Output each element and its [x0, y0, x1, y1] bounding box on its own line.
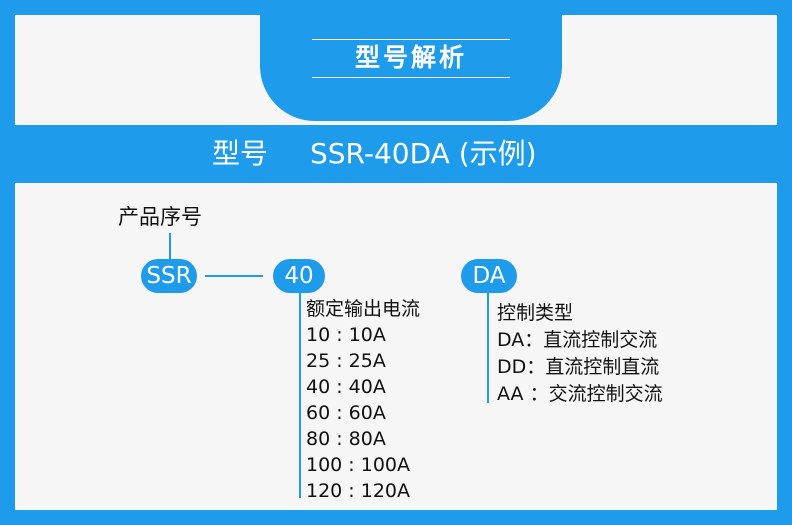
model-bar: 型号 SSR-40DA (示例): [0, 125, 792, 183]
current-option: 100 : 100A: [306, 454, 411, 476]
current-title: 额定输出电流: [306, 298, 421, 320]
current-bracket-line: [299, 291, 301, 498]
main-panel: 产品序号 SSR 40 额定输出电流 10 : 10A 25 : 25A 40 …: [15, 183, 777, 510]
control-option: AA ：交流控制交流: [497, 383, 663, 405]
current-option: 40 : 40A: [306, 376, 386, 398]
title-line-bottom: [312, 77, 510, 78]
page-title: 型号解析: [354, 43, 467, 72]
title-tab: 型号解析: [260, 15, 562, 121]
control-title: 控制类型: [497, 302, 574, 324]
current-option: 10 : 10A: [306, 324, 386, 346]
product-code-pill: SSR: [141, 259, 197, 293]
current-option: 120 : 120A: [306, 480, 411, 502]
control-bracket-line: [487, 291, 489, 403]
current-option: 25 : 25A: [306, 350, 386, 372]
product-connector: [169, 233, 171, 261]
header-panel: 型号解析: [15, 15, 777, 125]
title-line-top: [312, 39, 510, 40]
control-option: DA：直流控制交流: [497, 329, 658, 351]
product-label: 产品序号: [118, 205, 202, 229]
control-code-pill: DA: [461, 259, 517, 293]
model-value: SSR-40DA (示例): [310, 137, 537, 170]
current-code-pill: 40: [273, 259, 325, 293]
current-option: 80 : 80A: [306, 428, 386, 450]
current-option: 60 : 60A: [306, 402, 386, 424]
control-option: DD：直流控制直流: [497, 356, 660, 378]
model-label: 型号: [212, 137, 269, 170]
segment-link: [205, 275, 263, 277]
